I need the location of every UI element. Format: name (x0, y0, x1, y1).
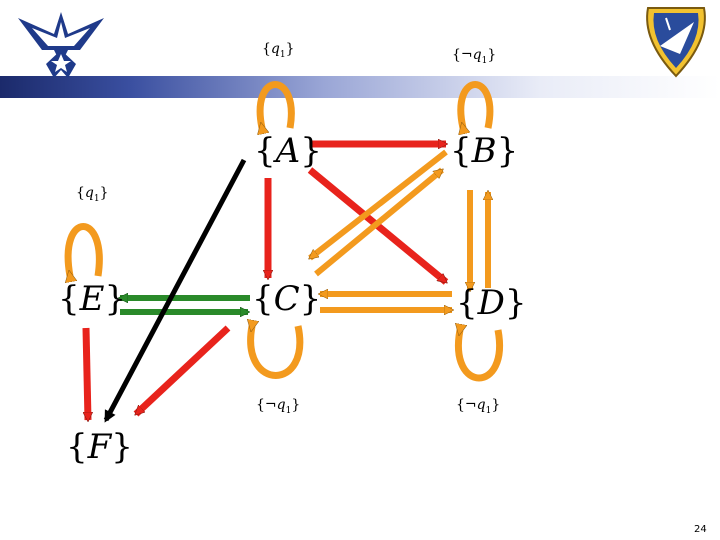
edge-A-F (103, 158, 247, 423)
node-A: {A} (254, 131, 322, 171)
self-loop-A (256, 81, 295, 129)
page-number: 24 (694, 524, 707, 535)
node-B: {B} (450, 131, 519, 171)
node-C: {C} (252, 279, 322, 319)
self-loop-D (458, 330, 503, 382)
edge-E-F (82, 327, 88, 420)
node-F: {F} (66, 427, 133, 467)
air-force-wings-logo (18, 12, 104, 78)
label-E: {q1} (76, 185, 109, 204)
edge-C-B (314, 167, 442, 277)
afit-seal-icon (646, 7, 706, 78)
node-E: {E} (58, 279, 127, 319)
header-gradient-bar (0, 76, 720, 98)
node-D: {D} (456, 283, 527, 323)
self-loop-E (64, 223, 103, 277)
label-C: {¬q1} (256, 397, 301, 416)
edge-C-F (133, 325, 231, 417)
edge-B-C (310, 149, 448, 261)
self-loop-B (457, 81, 494, 129)
label-B: {¬q1} (452, 47, 497, 66)
label-D: {¬q1} (456, 397, 501, 416)
label-A: {q1} (262, 41, 295, 60)
self-loop-C (251, 326, 304, 379)
